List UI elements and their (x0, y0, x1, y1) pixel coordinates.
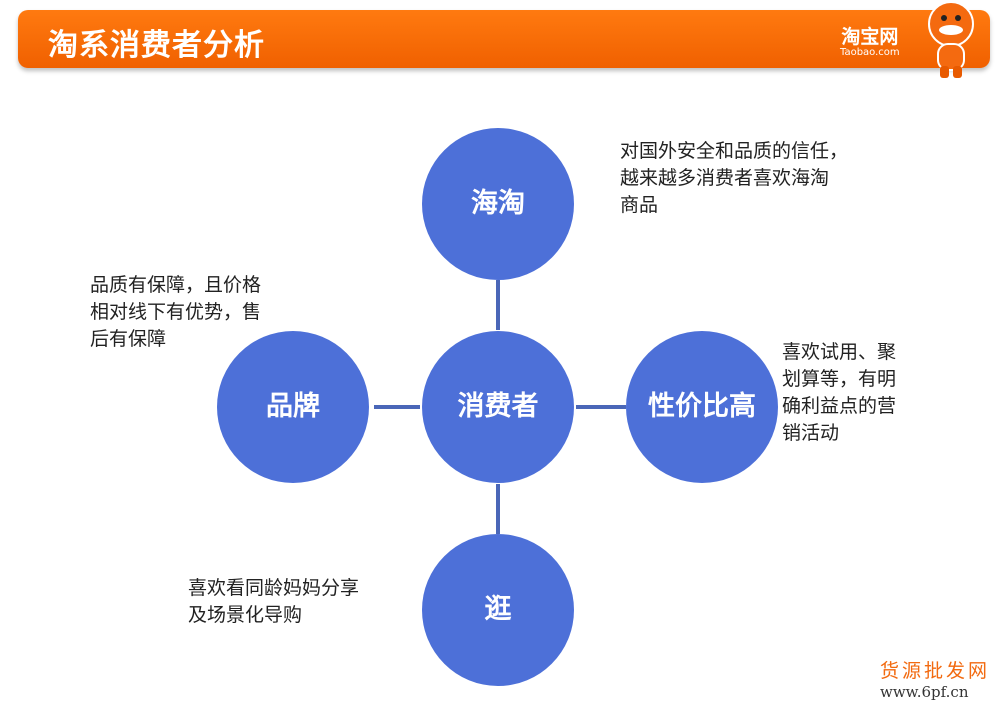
connector-top (496, 280, 500, 330)
note-line: 对国外安全和品质的信任， (620, 140, 849, 162)
note-brand: 品质有保障，且价格 相对线下有优势，售 后有保障 (90, 272, 261, 353)
note-line: 喜欢看同龄妈妈分享 (188, 577, 360, 599)
watermark: 货源批发网 www.6pf.cn (880, 656, 990, 701)
header-banner: 淘系消费者分析 淘宝网 Taobao.com (18, 10, 990, 68)
taobao-logo: 淘宝网 Taobao.com (840, 22, 900, 58)
watermark-name: 货源批发网 (880, 660, 991, 682)
node-browse: 逛 (422, 534, 574, 686)
connector-left (374, 405, 420, 409)
note-line: 相对线下有优势，售 (90, 301, 262, 323)
note-haitao: 对国外安全和品质的信任， 越来越多消费者喜欢海淘 商品 (620, 138, 848, 219)
note-line: 商品 (620, 194, 659, 216)
note-line: 销活动 (782, 422, 840, 444)
node-haitao: 海淘 (422, 128, 574, 280)
note-line: 划算等，有明 (782, 368, 897, 390)
note-line: 后有保障 (90, 328, 167, 350)
note-line: 确利益点的营 (782, 395, 897, 417)
note-line: 品质有保障，且价格 (90, 274, 262, 296)
node-value-label: 性价比高 (648, 390, 756, 422)
node-value: 性价比高 (626, 331, 778, 483)
connector-bottom (496, 484, 500, 534)
note-browse: 喜欢看同龄妈妈分享 及场景化导购 (188, 575, 359, 629)
page-title: 淘系消费者分析 (48, 28, 265, 63)
note-line: 越来越多消费者喜欢海淘 (620, 167, 830, 189)
logo-subtext: Taobao.com (840, 47, 900, 58)
logo-text: 淘宝网 (841, 26, 899, 48)
note-line: 及场景化导购 (188, 604, 303, 626)
node-brand: 品牌 (217, 331, 369, 483)
node-consumer: 消费者 (422, 331, 574, 483)
taobao-mascot-icon (928, 1, 974, 78)
note-value: 喜欢试用、聚 划算等，有明 确利益点的营 销活动 (782, 339, 896, 447)
watermark-url: www.6pf.cn (880, 683, 969, 701)
connector-right (576, 405, 626, 409)
note-line: 喜欢试用、聚 (782, 341, 897, 363)
